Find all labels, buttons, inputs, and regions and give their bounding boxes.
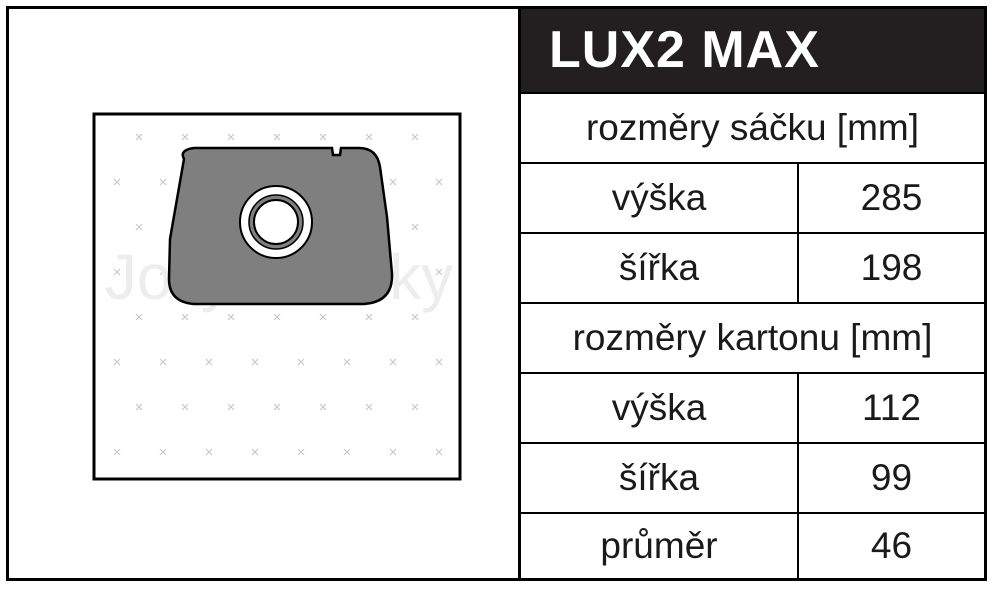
carton-diameter-label: průměr — [521, 514, 799, 578]
pattern-mark — [181, 403, 189, 411]
carton-height-label: výška — [521, 374, 799, 442]
pattern-mark — [159, 358, 167, 366]
pattern-mark — [227, 313, 235, 321]
pattern-mark — [159, 268, 167, 276]
bag-dimensions-header-row: rozměry sáčku [mm] — [521, 92, 984, 162]
specs-panel: LUX2 MAX rozměry sáčku [mm] výška 285 ší… — [518, 9, 984, 578]
pattern-mark — [251, 448, 259, 456]
title-bar: LUX2 MAX — [521, 9, 984, 92]
pattern-mark — [181, 133, 189, 141]
table-row: šířka 99 — [521, 442, 984, 512]
carton-dimensions-header-row: rozměry kartonu [mm] — [521, 302, 984, 372]
pattern-mark — [135, 403, 143, 411]
carton-height-value: 112 — [862, 387, 921, 428]
pattern-mark — [389, 448, 397, 456]
pattern-mark — [113, 268, 121, 276]
pattern-mark — [411, 313, 419, 321]
pattern-mark — [435, 178, 443, 186]
table-row: průměr 46 — [521, 512, 984, 578]
pattern-mark — [205, 358, 213, 366]
carton-diameter-value: 46 — [870, 525, 913, 566]
pattern-mark — [159, 448, 167, 456]
pattern-mark — [435, 358, 443, 366]
pattern-mark — [273, 133, 281, 141]
table-row: šířka 198 — [521, 232, 984, 302]
pattern-mark — [343, 358, 351, 366]
pattern-mark — [159, 178, 167, 186]
pattern-mark — [297, 358, 305, 366]
pattern-mark — [297, 448, 305, 456]
bag-illustration-panel: Jolly - sáčky — [9, 9, 518, 578]
pattern-mark — [113, 178, 121, 186]
bag-illustration: Jolly - sáčky — [92, 112, 462, 481]
pattern-mark — [273, 313, 281, 321]
pattern-mark — [319, 313, 327, 321]
pattern-mark — [365, 313, 373, 321]
pattern-mark — [135, 313, 143, 321]
product-card: Jolly - sáčky LUX2 MAX rozměry sáčku [mm… — [6, 6, 987, 581]
pattern-mark — [411, 133, 419, 141]
pattern-mark — [319, 133, 327, 141]
pattern-mark — [113, 448, 121, 456]
pattern-mark — [319, 403, 327, 411]
pattern-mark — [343, 448, 351, 456]
pattern-mark — [227, 133, 235, 141]
pattern-mark — [227, 403, 235, 411]
bag-height-value: 285 — [860, 177, 923, 218]
pattern-mark — [251, 358, 259, 366]
bag-width-label: šířka — [521, 234, 799, 302]
bag-dimensions-header: rozměry sáčku [mm] — [585, 107, 920, 148]
opening-hole — [253, 199, 299, 245]
pattern-mark — [435, 268, 443, 276]
product-title: LUX2 MAX — [549, 21, 820, 79]
pattern-mark — [113, 358, 121, 366]
pattern-mark — [389, 178, 397, 186]
pattern-mark — [389, 358, 397, 366]
bag-width-value: 198 — [860, 247, 923, 288]
pattern-mark — [435, 448, 443, 456]
table-row: výška 285 — [521, 162, 984, 232]
pattern-mark — [411, 403, 419, 411]
pattern-mark — [181, 313, 189, 321]
pattern-mark — [273, 403, 281, 411]
carton-dimensions-header: rozměry kartonu [mm] — [572, 317, 933, 358]
pattern-mark — [205, 448, 213, 456]
carton-width-value: 99 — [870, 457, 913, 498]
carton-width-label: šířka — [521, 444, 799, 512]
pattern-mark — [135, 133, 143, 141]
pattern-mark — [411, 223, 419, 231]
table-row: výška 112 — [521, 372, 984, 442]
pattern-mark — [365, 133, 373, 141]
pattern-mark — [135, 223, 143, 231]
pattern-mark — [365, 403, 373, 411]
bag-height-label: výška — [521, 164, 799, 232]
